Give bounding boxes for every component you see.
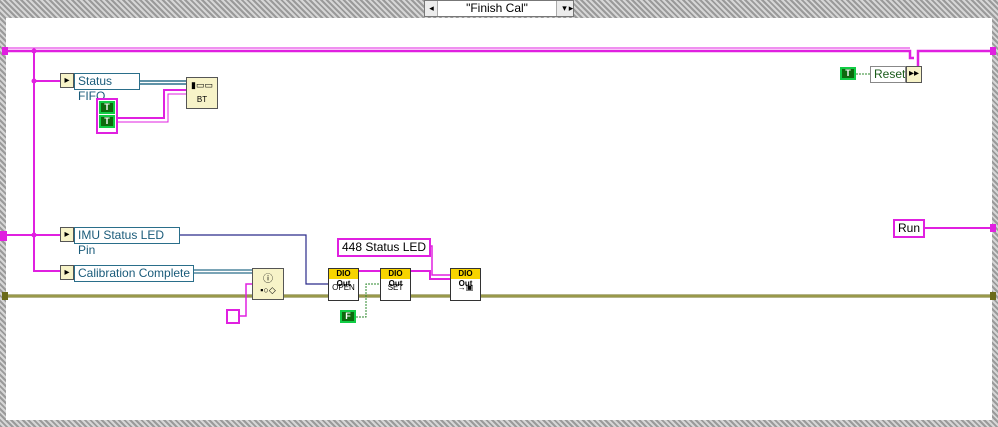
false-constant[interactable]: F [340,310,356,323]
reset-element[interactable]: Reset [870,66,906,83]
output-icon: ▪○◇ [260,285,276,295]
empty-string-constant[interactable] [226,309,240,324]
cal-complete-wire [194,269,252,274]
true-constant[interactable]: T [99,115,115,128]
status-fifo-element[interactable]: Status FIFO [74,73,140,103]
vi-header: DIO Out [451,269,480,288]
case-selector-label: "Finish Cal" [437,1,557,16]
vi-header: DIO Out [381,269,410,288]
led-pin-wire [180,234,328,285]
left-tunnel-mid [0,231,7,241]
vi-header: DIO Out [329,269,358,288]
left-tunnel-error [2,292,8,300]
vi-body-label: SET [387,283,404,292]
queue-icon: ▮▭▭ [191,80,213,90]
main-data-wire [6,49,914,60]
right-tunnel-top [990,47,996,55]
branch-wire [33,51,60,272]
enqueue-node-label: BT [196,95,208,104]
write-icon: →▣ [457,283,474,292]
dio-write-vi[interactable]: DIO Out →▣ [450,268,481,301]
case-selector[interactable]: ◂ "Finish Cal" ▾ ▸ [424,0,574,17]
fifo-wire [140,80,186,85]
vi-body-label: OPEN [332,283,355,292]
true-constant[interactable]: T [99,101,115,114]
warning-icon: ⓘ [263,274,273,285]
main-data-wire-right [916,49,992,74]
right-tunnel-error [990,292,996,300]
dropdown-arrow-icon[interactable]: ▾ [562,3,567,13]
dio-open-vi[interactable]: DIO Out OPEN [328,268,359,301]
dio-set-vi[interactable]: DIO Out SET [380,268,411,301]
bundle-arrow-icon: ▸▸ [906,66,922,83]
run-string-constant[interactable]: Run [893,219,926,238]
case-structure-diagram [6,18,992,420]
right-tunnel-mid [990,224,996,232]
enqueue-node[interactable]: ▮▭▭ BT [186,77,218,109]
unbundle-arrow-icon: ▸ [60,227,74,242]
error-select-node[interactable]: ⓘ ▪○◇ [252,268,284,300]
calibration-complete-element[interactable]: Calibration Complete [74,265,194,282]
bool-cluster-wire [118,89,186,119]
false-bool-wire [356,283,380,318]
imu-led-pin-element[interactable]: IMU Status LED Pin [74,227,180,257]
decrement-arrow-icon[interactable]: ◂ [429,3,434,13]
status-led-string-constant[interactable]: 448 Status LED [337,238,432,257]
true-constant[interactable]: T [840,67,856,80]
unbundle-arrow-icon: ▸ [60,265,74,280]
left-tunnel-top [2,47,8,55]
unbundle-arrow-icon: ▸ [60,73,74,88]
increment-arrow-icon[interactable]: ▸ [568,3,574,13]
